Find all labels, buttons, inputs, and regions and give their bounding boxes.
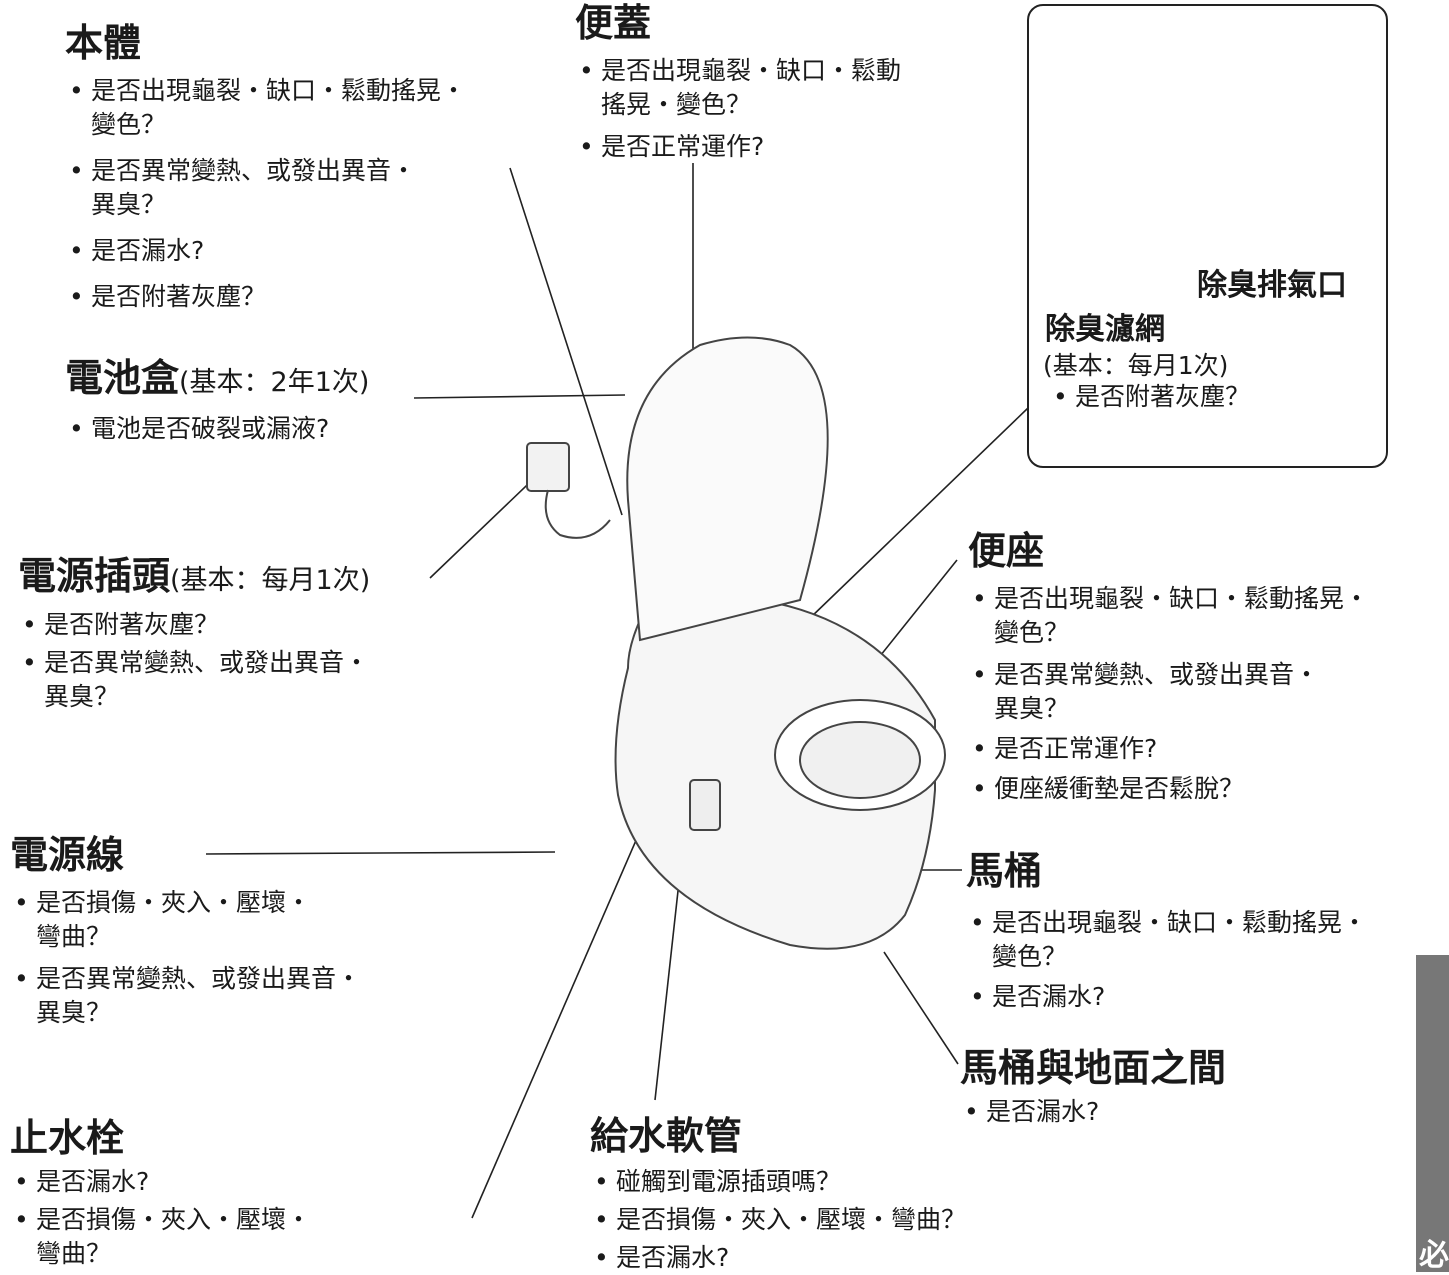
body-item-2: 是否異常變熱、或發出異音・ <box>65 154 466 188</box>
inset-exhaust-label: 除臭排氣口 <box>1197 268 1347 303</box>
body-item-4: 是否附著灰塵？ <box>65 280 466 314</box>
bowl-item-1b: 變色？ <box>992 942 1068 971</box>
floor-title: 馬桶與地面之間 <box>960 1046 1227 1090</box>
lid-callout: 便蓋 是否出現龜裂・缺口・鬆動 搖晃・變色？ 是否正常運作? <box>575 0 901 164</box>
lid-item-2: 是否正常運作? <box>575 130 901 164</box>
body-title: 本體 <box>65 21 142 65</box>
body-item-1: 是否出現龜裂・缺口・鬆動搖晃・ <box>65 74 466 108</box>
hose-title: 給水軟管 <box>590 1114 743 1158</box>
plug-title-text: 電源插頭 <box>18 554 171 598</box>
inset-box: 除臭排氣口 除臭濾網 (基本：每月1次) 是否附著灰塵？ <box>1027 4 1388 468</box>
hose-item-1: 碰觸到電源插頭嗎？ <box>590 1165 966 1199</box>
section-tab <box>1416 955 1449 1272</box>
body-item-3: 是否漏水? <box>65 234 466 268</box>
cord-item-2b: 異臭？ <box>36 998 112 1027</box>
floor-callout: 馬桶與地面之間 是否漏水? <box>960 1045 1226 1129</box>
leader-battery <box>413 394 626 399</box>
valve-item-2: 是否損傷・夾入・壓壞・ <box>10 1203 311 1237</box>
seat-callout: 便座 是否出現龜裂・缺口・鬆動搖晃・ 變色？ 是否異常變熱、或發出異音・ 異臭？… <box>968 528 1369 806</box>
seat-item-1: 是否出現龜裂・缺口・鬆動搖晃・ <box>968 582 1369 616</box>
toilet-illustration <box>614 336 946 950</box>
hose-callout: 給水軟管 碰觸到電源插頭嗎？ 是否損傷・夾入・壓壞・彎曲？ 是否漏水? <box>590 1113 966 1275</box>
bowl-item-1: 是否出現龜裂・缺口・鬆動搖晃・ <box>966 906 1367 940</box>
seat-title: 便座 <box>968 529 1045 573</box>
lid-item-1b: 搖晃・變色？ <box>601 90 752 119</box>
valve-title: 止水栓 <box>10 1116 125 1160</box>
plug-item-2: 是否異常變熱、或發出異音・ <box>18 646 370 680</box>
plug-sub: (基本：每月1次) <box>170 565 371 596</box>
leader-floor <box>883 951 959 1065</box>
battery-item-1: 電池是否破裂或漏液? <box>65 412 369 446</box>
leader-body <box>509 167 623 516</box>
hose-item-2: 是否損傷・夾入・壓壞・彎曲？ <box>590 1203 966 1237</box>
seat-item-2: 是否異常變熱、或發出異音・ <box>968 658 1369 692</box>
cord-item-1: 是否損傷・夾入・壓壞・ <box>10 886 361 920</box>
lid-item-1: 是否出現龜裂・缺口・鬆動 <box>575 54 901 88</box>
bowl-item-2: 是否漏水? <box>966 980 1367 1014</box>
seat-item-1b: 變色？ <box>994 618 1070 647</box>
inset-filter-item: 是否附著灰塵？ <box>1049 380 1250 414</box>
plug-illustration <box>526 442 611 539</box>
hose-item-3: 是否漏水? <box>590 1241 966 1275</box>
cord-item-2: 是否異常變熱、或發出異音・ <box>10 962 361 996</box>
section-tab-text: 必 <box>1419 1238 1449 1273</box>
valve-item-1: 是否漏水? <box>10 1165 311 1199</box>
plug-callout: 電源插頭(基本：每月1次) 是否附著灰塵？ 是否異常變熱、或發出異音・ 異臭？ <box>18 553 370 714</box>
leader-inset <box>807 407 1029 621</box>
plug-item-2b: 異臭？ <box>44 682 120 711</box>
body-item-1b: 變色？ <box>91 110 167 139</box>
bowl-title: 馬桶 <box>966 849 1043 893</box>
battery-callout: 電池盒(基本：2年1次) 電池是否破裂或漏液? <box>65 355 369 446</box>
cord-title: 電源線 <box>10 833 125 877</box>
inset-filter-sub: (基本：每月1次) <box>1043 351 1229 380</box>
seat-item-2b: 異臭？ <box>994 694 1070 723</box>
battery-title-text: 電池盒 <box>65 356 180 400</box>
leader-cord <box>205 851 556 855</box>
cord-callout: 電源線 是否損傷・夾入・壓壞・ 彎曲？ 是否異常變熱、或發出異音・ 異臭？ <box>10 832 361 1030</box>
floor-item-1: 是否漏水? <box>960 1095 1226 1129</box>
bowl-callout: 馬桶 是否出現龜裂・缺口・鬆動搖晃・ 變色？ 是否漏水? <box>966 848 1367 1014</box>
plug-title: 電源插頭(基本：每月1次) <box>18 553 370 604</box>
cord-item-1b: 彎曲？ <box>36 922 112 951</box>
plug-item-1: 是否附著灰塵？ <box>18 608 370 642</box>
leader-valve <box>471 821 645 1219</box>
seat-item-4: 便座緩衝墊是否鬆脫？ <box>968 772 1369 806</box>
inset-filter-label: 除臭濾網 <box>1045 312 1165 347</box>
lid-title: 便蓋 <box>575 1 652 45</box>
battery-title: 電池盒(基本：2年1次) <box>65 355 369 406</box>
body-item-2b: 異臭？ <box>91 190 167 219</box>
body-callout: 本體 是否出現龜裂・缺口・鬆動搖晃・ 變色？ 是否異常變熱、或發出異音・ 異臭？… <box>65 20 466 314</box>
valve-callout: 止水栓 是否漏水? 是否損傷・夾入・壓壞・ 彎曲？ <box>10 1115 311 1271</box>
seat-item-3: 是否正常運作? <box>968 732 1369 766</box>
battery-sub: (基本：2年1次) <box>179 367 370 398</box>
valve-item-2b: 彎曲？ <box>36 1239 112 1268</box>
